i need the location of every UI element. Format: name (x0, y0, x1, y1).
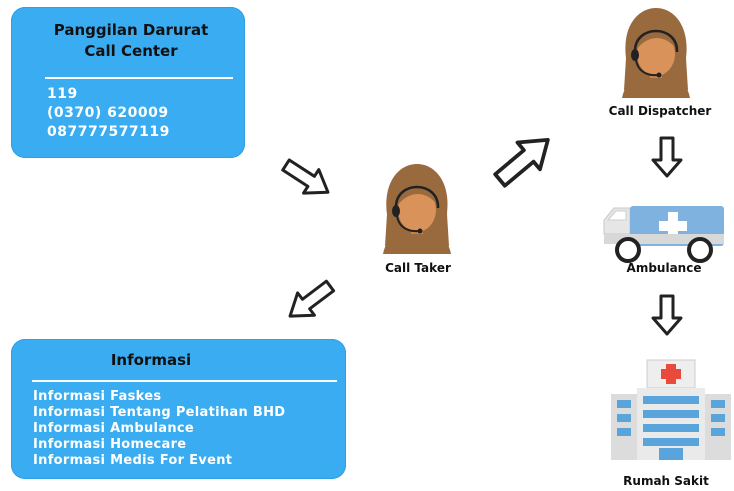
arrow-icon (276, 151, 338, 206)
info-item: Informasi Ambulance (33, 421, 195, 436)
call-taker-label: Call Taker (385, 261, 451, 275)
ambulance-icon (603, 206, 724, 263)
arrow-icon (486, 124, 562, 196)
arrow-icon (651, 294, 683, 336)
call-center-title: Panggilan Darurat Call Center (31, 20, 231, 62)
info-title: Informasi (110, 351, 192, 369)
arrow-icon (651, 136, 683, 178)
call-dispatcher-label: Call Dispatcher (608, 104, 712, 118)
hospital-icon (611, 359, 731, 460)
info-box: Informasi Informasi Faskes Informasi Ten… (11, 339, 346, 479)
info-item: Informasi Medis For Event (33, 453, 233, 468)
ambulance-label: Ambulance (626, 261, 702, 275)
info-list: Informasi Faskes Informasi Tentang Pelat… (33, 389, 285, 469)
info-item: Informasi Homecare (33, 437, 187, 452)
phone-number: 119 (47, 86, 78, 102)
operator-headset-icon (381, 162, 453, 256)
arrow-icon (280, 273, 340, 329)
phone-number: (0370) 620009 (47, 105, 169, 121)
call-center-numbers: 119 (0370) 620009 087777577119 (47, 85, 170, 142)
hospital-label: Rumah Sakit (623, 474, 709, 488)
call-center-title-line2: Call Center (84, 42, 178, 60)
operator-headset-icon (620, 6, 692, 100)
info-item: Informasi Faskes (33, 389, 162, 404)
call-center-box: Panggilan Darurat Call Center 119 (0370)… (11, 7, 245, 158)
call-center-title-line1: Panggilan Darurat (53, 21, 209, 39)
phone-number: 087777577119 (47, 124, 170, 140)
info-divider (32, 380, 337, 382)
call-center-divider (45, 77, 233, 79)
info-item: Informasi Tentang Pelatihan BHD (33, 405, 286, 420)
